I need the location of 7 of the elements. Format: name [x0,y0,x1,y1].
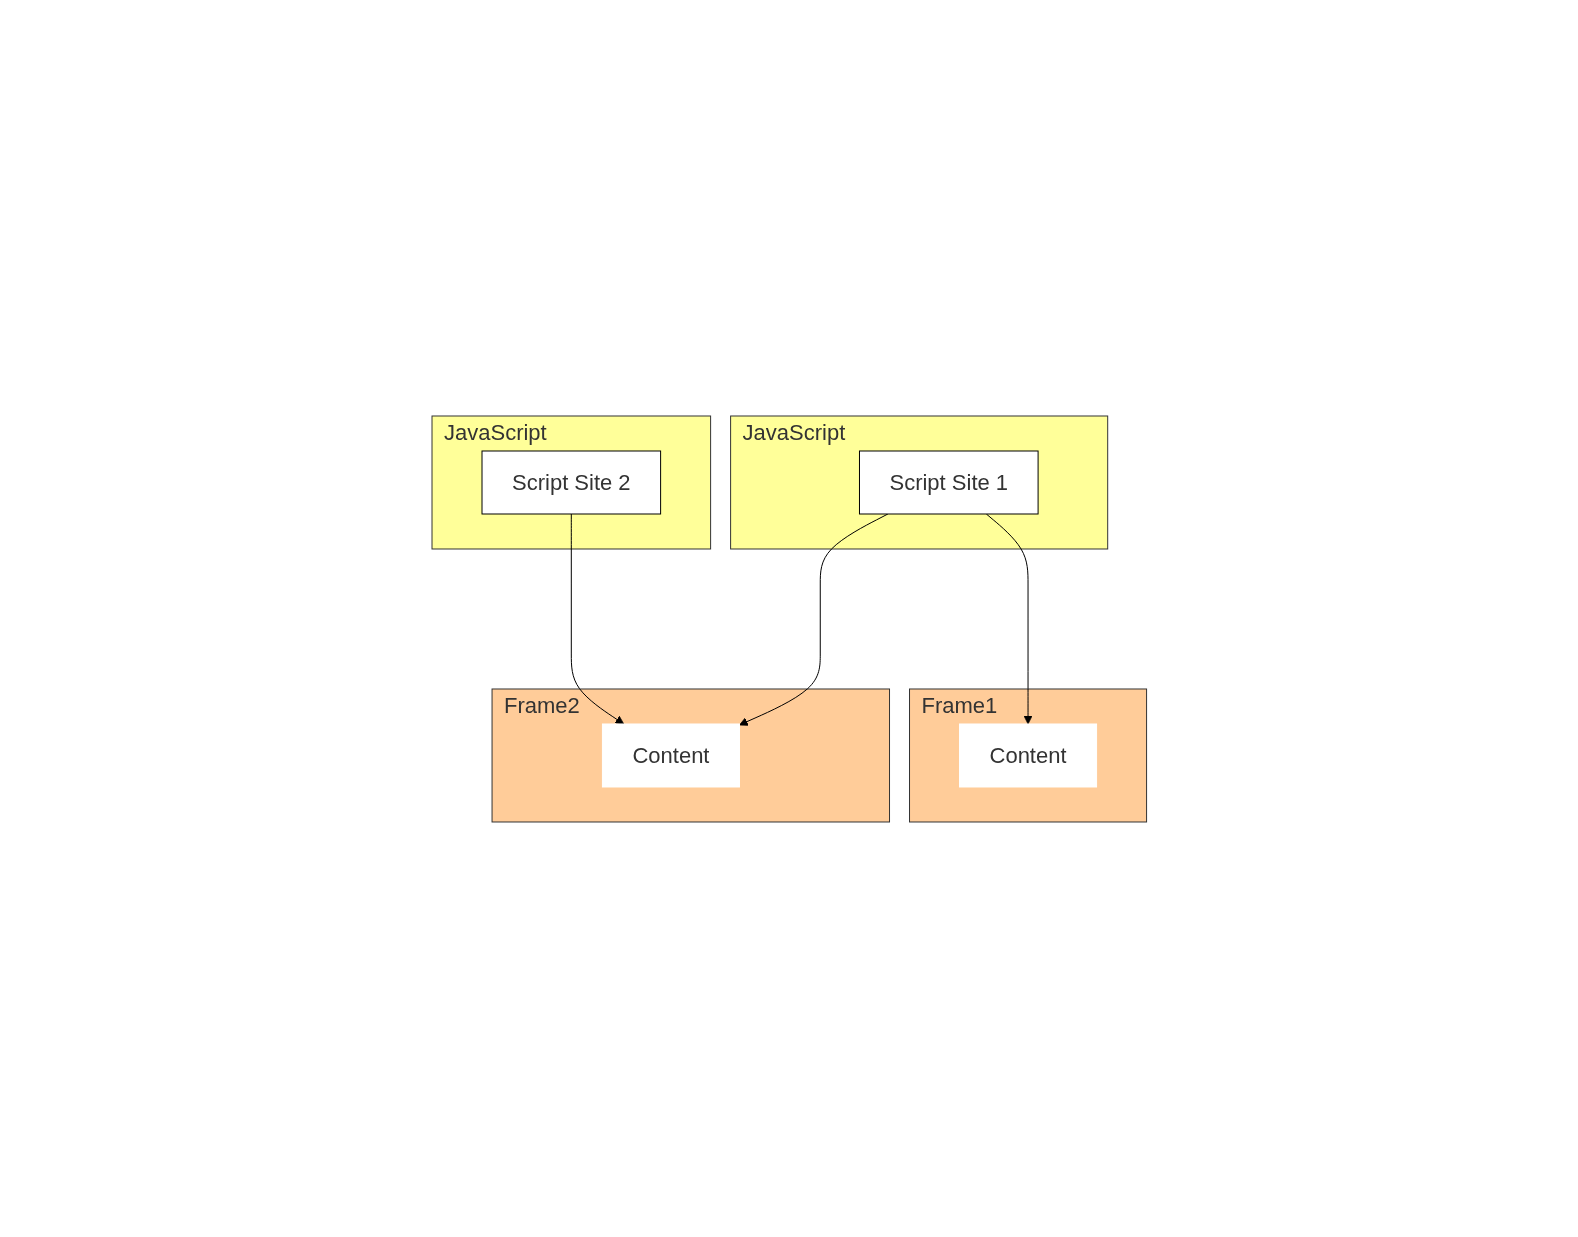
node-box: Content [601,723,740,787]
node-box: Script Site 2 [481,450,661,514]
arrow [985,513,1033,724]
node-box: Content [958,723,1097,787]
arrow [738,513,889,726]
arrow [570,513,624,724]
node-box: Script Site 1 [858,450,1039,514]
